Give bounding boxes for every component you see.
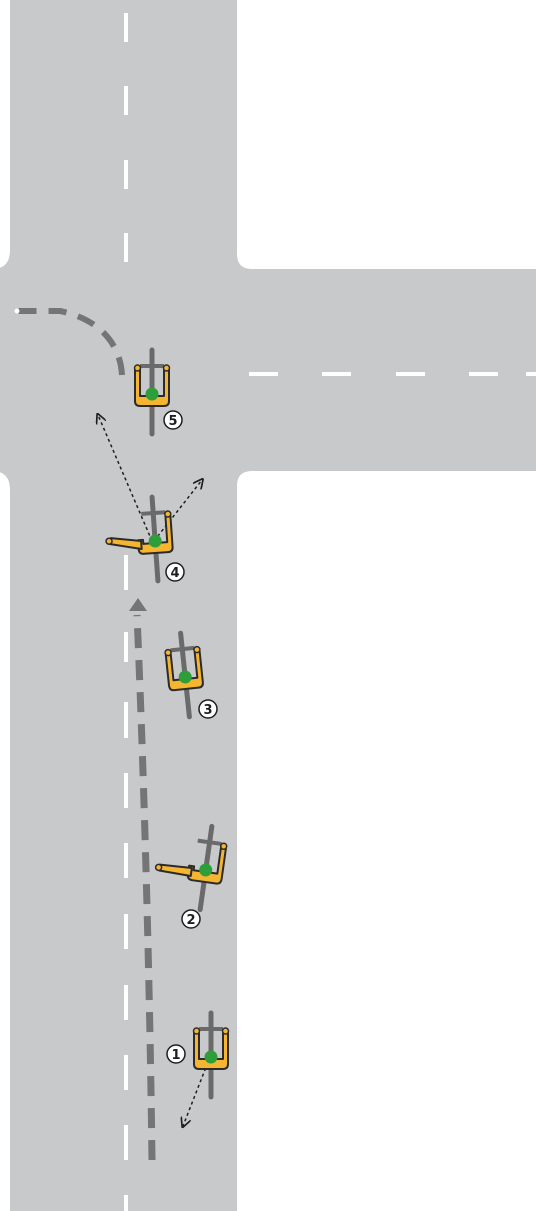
- step-4-marker: 4: [166, 563, 184, 581]
- hand-left: [135, 365, 141, 371]
- hand-left: [165, 649, 172, 656]
- hand-right: [223, 1028, 229, 1034]
- helmet-icon: [146, 388, 159, 401]
- hand-left: [155, 864, 162, 871]
- step-label-1: 1: [171, 1048, 180, 1063]
- step-label-5: 5: [168, 414, 177, 429]
- step-label-3: 3: [203, 703, 212, 718]
- path-end-dot: [15, 309, 20, 314]
- helmet-icon: [205, 1051, 218, 1064]
- side-road-left-stub: [0, 269, 12, 471]
- step-label-2: 2: [186, 913, 195, 928]
- step-2-marker: 2: [182, 910, 200, 928]
- bike-handlebar: [170, 648, 194, 651]
- step-label-4: 4: [170, 566, 179, 581]
- bike-handlebar: [141, 512, 165, 514]
- step-5-marker: 5: [164, 411, 182, 429]
- hand-left: [106, 538, 112, 544]
- hand-right: [164, 365, 170, 371]
- hand-left: [194, 1028, 200, 1034]
- hand-right: [194, 646, 201, 653]
- step-3-marker: 3: [199, 700, 217, 718]
- hand-right: [165, 511, 171, 517]
- hand-right: [220, 843, 227, 850]
